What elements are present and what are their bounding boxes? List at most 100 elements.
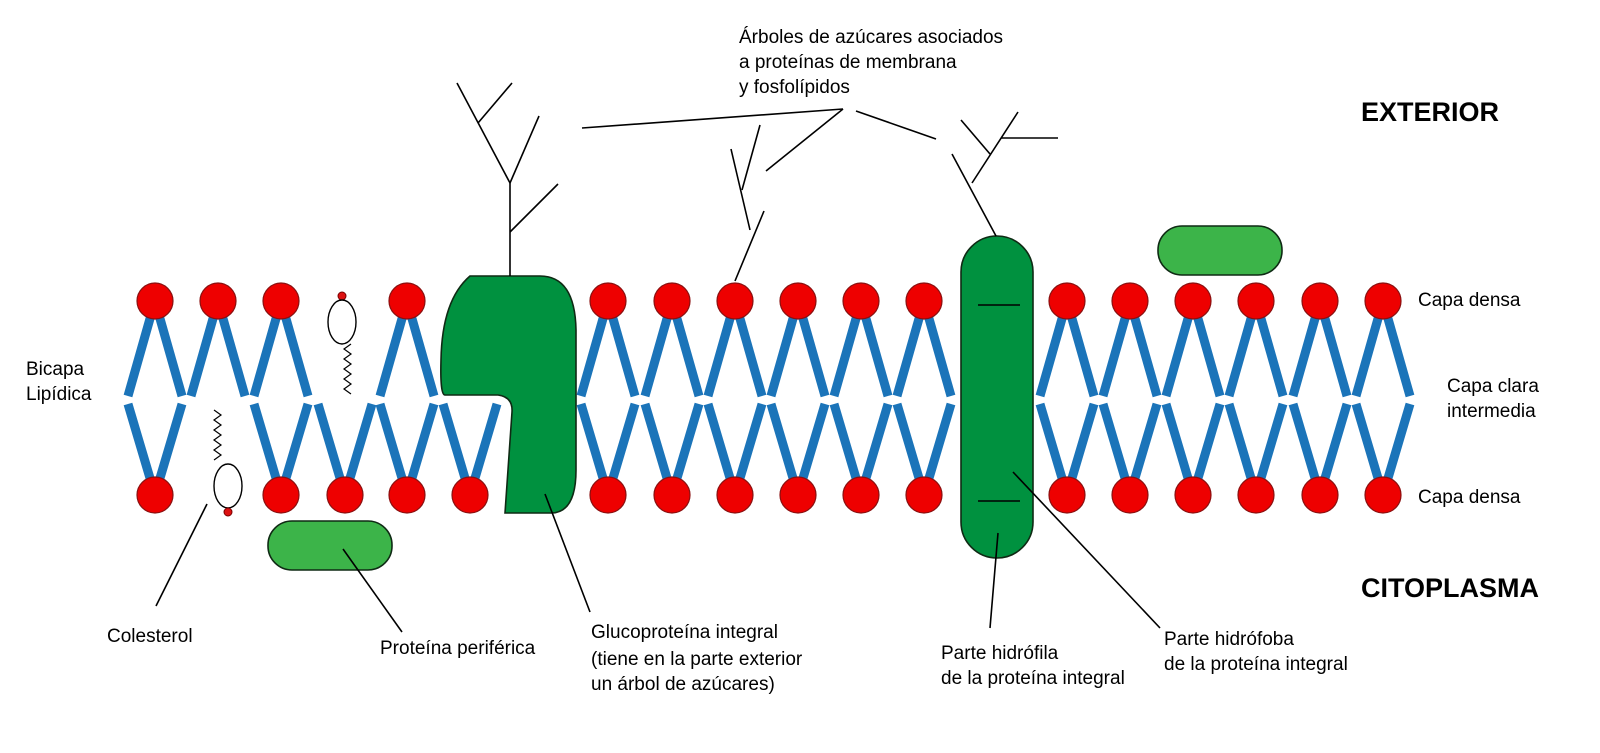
leader-sugar-to-glycoprotein: [581, 108, 844, 129]
phospholipid-upper-5: [640, 282, 704, 398]
phospholipid-head: [199, 282, 237, 320]
glycoprotein-label: Glucoproteína integral (tiene en la part…: [591, 622, 808, 695]
phospholipid-lower-11: [1035, 402, 1099, 514]
phospholipid-head: [262, 282, 300, 320]
cholesterol-ring: [213, 463, 243, 509]
lower-phospholipid-layer: [123, 402, 1415, 514]
cholesterol-tail: [212, 409, 223, 461]
phospholipid-head: [1174, 282, 1212, 320]
cholesterol-ring: [327, 299, 357, 345]
phospholipid-lower-3: [375, 402, 439, 514]
cholesterol-head: [223, 507, 233, 517]
cholesterol-lower: [212, 409, 243, 517]
phospholipid-head: [842, 282, 880, 320]
phospholipid-lower-15: [1288, 402, 1352, 514]
peripheral-protein-bottom: [267, 520, 393, 571]
phospholipid-head: [1301, 282, 1339, 320]
phospholipid-head: [1111, 476, 1149, 514]
sugar-trees-label: Árboles de azúcares asociados a proteína…: [739, 27, 1008, 98]
phospholipid-upper-0: [123, 282, 187, 398]
integral-protein-shape: [960, 235, 1034, 559]
phospholipid-head: [905, 476, 943, 514]
phospholipid-head: [136, 282, 174, 320]
phospholipid-head: [779, 282, 817, 320]
citoplasma-label: CITOPLASMA: [1361, 573, 1539, 603]
phospholipid-upper-3: [375, 282, 439, 398]
peripheral-protein-label: Proteína periférica: [380, 638, 536, 659]
leader-hydrophilic: [989, 532, 999, 629]
dense-layer-bottom-label: Capa densa: [1418, 487, 1521, 508]
phospholipid-head: [388, 476, 426, 514]
hydrophobic-label: Parte hidrófoba de la proteína integral: [1164, 629, 1348, 675]
phospholipid-upper-12: [1161, 282, 1225, 398]
phospholipid-lower-5: [576, 402, 640, 514]
phospholipid-upper-10: [1035, 282, 1099, 398]
cholesterol-tail: [342, 343, 353, 395]
leader-sugar-to-protein: [855, 110, 937, 140]
peripheral-protein-top: [1157, 225, 1283, 276]
phospholipid-head: [589, 282, 627, 320]
phospholipid-lower-14: [1224, 402, 1288, 514]
phospholipid-head: [1048, 282, 1086, 320]
phospholipid-upper-7: [766, 282, 830, 398]
upper-phospholipid-layer: [123, 282, 1415, 398]
phospholipid-lower-9: [829, 402, 893, 514]
leader-sugar-to-lipid: [765, 108, 844, 172]
phospholipid-lower-1: [249, 402, 313, 514]
dense-layer-top-label: Capa densa: [1418, 290, 1521, 311]
phospholipid-upper-9: [892, 282, 956, 398]
phospholipid-upper-1: [186, 282, 250, 398]
phospholipid-upper-6: [703, 282, 767, 398]
phospholipid-head: [451, 476, 489, 514]
clear-layer-label: Capa clara intermedia: [1447, 376, 1544, 422]
phospholipid-head: [779, 476, 817, 514]
cholesterol-upper: [327, 291, 357, 395]
sugar-tree-glycoprotein: [456, 82, 559, 276]
phospholipid-lower-12: [1098, 402, 1162, 514]
phospholipid-lower-16: [1351, 402, 1415, 514]
phospholipid-upper-15: [1351, 282, 1415, 398]
phospholipid-head: [716, 282, 754, 320]
phospholipid-upper-11: [1098, 282, 1162, 398]
phospholipid-head: [136, 476, 174, 514]
cholesterol-head: [337, 291, 347, 301]
hydrophilic-label: Parte hidrófila de la proteína integral: [941, 643, 1125, 689]
phospholipid-head: [842, 476, 880, 514]
phospholipid-head: [1237, 476, 1275, 514]
phospholipid-lower-0: [123, 402, 187, 514]
cholesterol-label: Colesterol: [107, 626, 193, 647]
exterior-label: EXTERIOR: [1361, 97, 1499, 127]
phospholipid-head: [1364, 476, 1402, 514]
phospholipid-upper-2: [249, 282, 313, 398]
glycoprotein-integral-shape: [440, 275, 577, 514]
phospholipid-head: [1301, 476, 1339, 514]
phospholipid-lower-10: [892, 402, 956, 514]
sugar-tree-integral-protein: [951, 111, 1058, 237]
sugar-tree-lipid: [730, 124, 765, 282]
phospholipid-head: [1364, 282, 1402, 320]
phospholipid-lower-7: [703, 402, 767, 514]
phospholipid-head: [326, 476, 364, 514]
phospholipid-lower-13: [1161, 402, 1225, 514]
phospholipid-upper-8: [829, 282, 893, 398]
phospholipid-head: [1237, 282, 1275, 320]
phospholipid-head: [716, 476, 754, 514]
leader-lines: [155, 108, 1161, 633]
phospholipid-head: [1174, 476, 1212, 514]
leader-glycoprotein: [544, 493, 591, 613]
phospholipid-lower-8: [766, 402, 830, 514]
phospholipid-head: [1111, 282, 1149, 320]
phospholipid-head: [653, 282, 691, 320]
phospholipid-upper-14: [1288, 282, 1352, 398]
leader-cholesterol: [155, 503, 208, 607]
phospholipid-head: [388, 282, 426, 320]
phospholipid-head: [653, 476, 691, 514]
bilayer-label: Bicapa Lipídica: [26, 359, 92, 405]
phospholipid-lower-6: [640, 402, 704, 514]
phospholipid-head: [1048, 476, 1086, 514]
phospholipid-lower-4: [438, 402, 502, 514]
phospholipid-lower-2: [313, 402, 377, 514]
phospholipid-head: [905, 282, 943, 320]
leader-hydrophobic: [1012, 471, 1161, 629]
